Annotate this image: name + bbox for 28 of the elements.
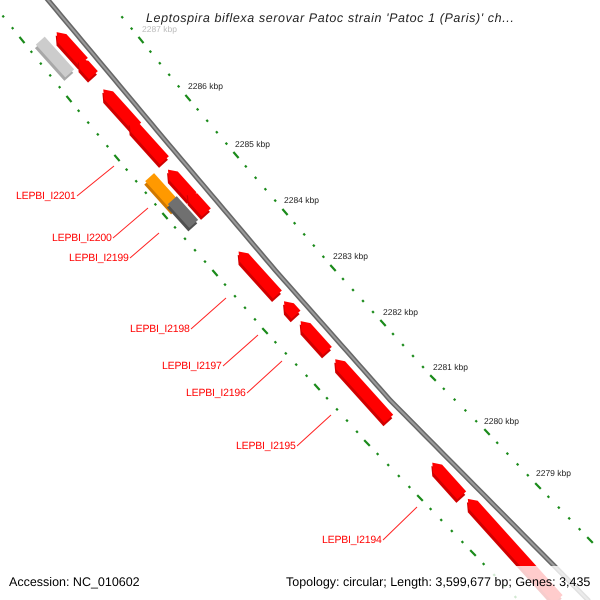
leader-line [130,232,160,258]
leader-line [382,506,418,540]
leader-line [76,166,114,196]
leader-line [246,360,282,394]
gene-label: LEPBI_I2195 [236,440,296,451]
leader-line [222,334,258,366]
gene-label: LEPBI_I2201 [16,190,76,201]
scale-label: 2281 kbp [433,362,468,371]
scale-label: 2284 kbp [284,196,319,204]
leader-line [112,208,148,238]
gene-label: LEPBI_I2196 [186,388,246,398]
gene-label: LEPBI_I2200 [52,232,112,243]
scale-label: 2282 kbp [383,308,418,316]
title: Leptospira biflexa serovar Patoc strain 'Patoc 1 (Paris)' ch... [146,12,514,24]
scale-label: 2287 kbp [142,24,177,33]
footer-text: Topology: circular; Length: 3,599,677 bp; Genes: 3,435 [286,576,590,588]
gene-label: LEPBI_I2194 [322,534,382,545]
scale-label: 2279 kbp [536,468,571,477]
gene-label: LEPBI_I2199 [69,252,129,263]
scale-label: 2280 kbp [484,416,519,425]
footer-text: Accession: NC_010602 [9,576,140,588]
scale-label: 2283 kbp [333,252,368,260]
leader-line [296,414,332,446]
gene-label: LEPBI_I2198 [130,324,190,334]
scale-label: 2285 kbp [235,140,270,148]
gene-label: LEPBI_I2197 [162,360,222,371]
scale-label: 2286 kbp [188,82,223,90]
leader-line [190,298,226,330]
